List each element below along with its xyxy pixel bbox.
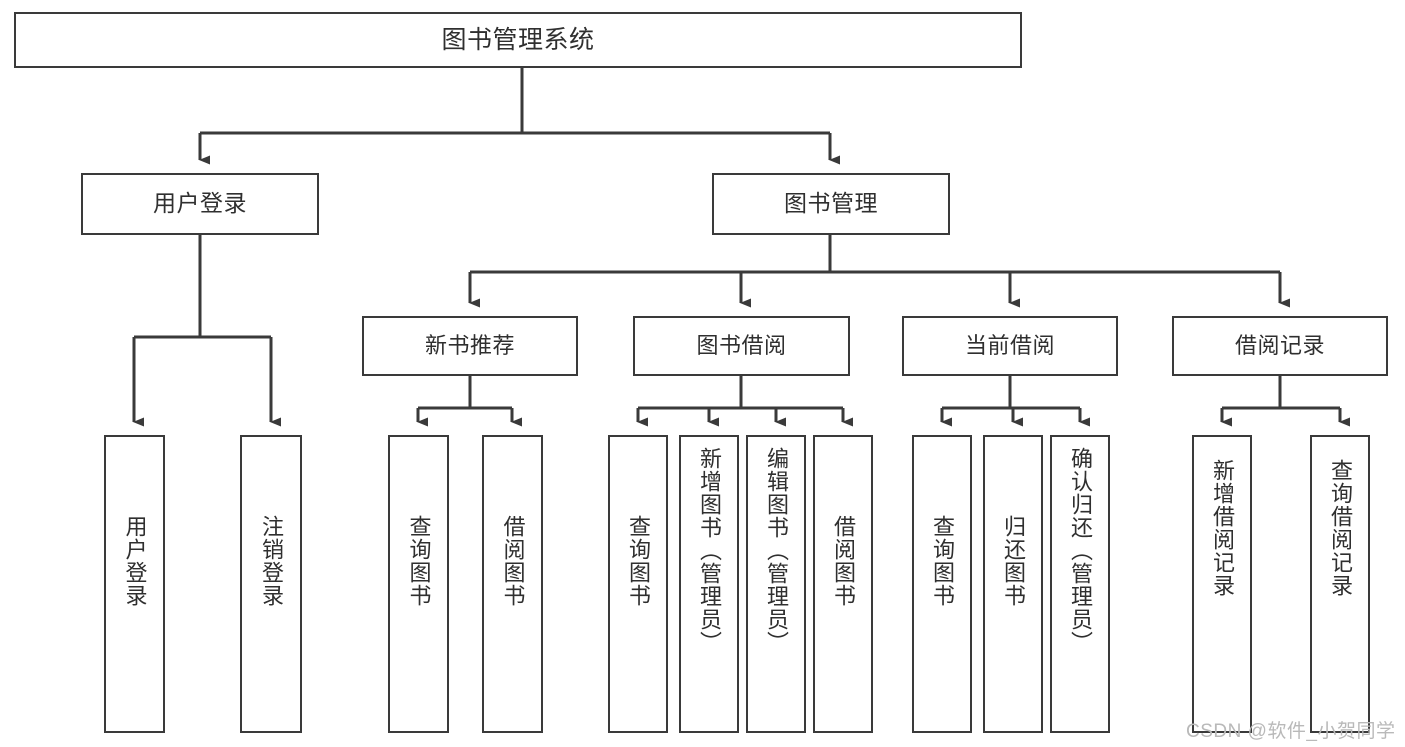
- node-book-borrow-label: 图书借阅: [696, 332, 787, 358]
- node-leaf-confirm-return[interactable]: 确认归还（管理员）: [1050, 435, 1110, 733]
- node-leaf-add-borrow-record[interactable]: 新增借阅记录: [1192, 435, 1252, 733]
- node-leaf-borrow-book-recommend-label: 借阅图书: [500, 515, 526, 607]
- node-leaf-return-book-label: 归还图书: [1000, 515, 1026, 607]
- node-current-borrow[interactable]: 当前借阅: [902, 316, 1118, 376]
- node-new-book-recommend-label: 新书推荐: [424, 332, 515, 358]
- node-leaf-borrow-book-label: 借阅图书: [830, 515, 856, 607]
- node-leaf-query-book-recommend-label: 查询图书: [406, 515, 432, 607]
- node-book-management-label: 图书管理: [784, 190, 878, 217]
- node-leaf-query-book-borrow-label: 查询图书: [625, 515, 651, 607]
- node-leaf-edit-book[interactable]: 编辑图书（管理员）: [746, 435, 806, 733]
- node-leaf-borrow-book-recommend[interactable]: 借阅图书: [482, 435, 543, 733]
- node-new-book-recommend[interactable]: 新书推荐: [362, 316, 578, 376]
- node-borrow-record[interactable]: 借阅记录: [1172, 316, 1388, 376]
- node-root[interactable]: 图书管理系统: [14, 12, 1022, 68]
- node-root-label: 图书管理系统: [441, 26, 595, 54]
- node-user-login-label: 用户登录: [153, 190, 247, 217]
- node-book-management[interactable]: 图书管理: [712, 173, 950, 235]
- node-leaf-query-book-current[interactable]: 查询图书: [912, 435, 972, 733]
- node-leaf-confirm-return-label: 确认归还（管理员）: [1067, 447, 1093, 654]
- node-leaf-add-book[interactable]: 新增图书（管理员）: [679, 435, 739, 733]
- node-leaf-query-book-borrow[interactable]: 查询图书: [608, 435, 668, 733]
- node-leaf-query-book-current-label: 查询图书: [929, 515, 955, 607]
- node-leaf-edit-book-label: 编辑图书（管理员）: [763, 447, 789, 654]
- node-leaf-logout[interactable]: 注销登录: [240, 435, 302, 733]
- node-leaf-query-borrow-record-label: 查询借阅记录: [1327, 459, 1353, 597]
- node-leaf-return-book[interactable]: 归还图书: [983, 435, 1043, 733]
- node-leaf-borrow-book[interactable]: 借阅图书: [813, 435, 873, 733]
- node-leaf-logout-label: 注销登录: [258, 515, 284, 607]
- node-borrow-record-label: 借阅记录: [1234, 332, 1325, 358]
- node-leaf-query-borrow-record[interactable]: 查询借阅记录: [1310, 435, 1370, 733]
- node-current-borrow-label: 当前借阅: [964, 332, 1055, 358]
- node-leaf-add-borrow-record-label: 新增借阅记录: [1209, 459, 1235, 597]
- node-leaf-query-book-recommend[interactable]: 查询图书: [388, 435, 449, 733]
- node-leaf-user-login[interactable]: 用户登录: [104, 435, 165, 733]
- watermark-text: CSDN @软件_小贺同学: [1186, 721, 1396, 742]
- node-leaf-add-book-label: 新增图书（管理员）: [696, 447, 722, 654]
- node-user-login[interactable]: 用户登录: [81, 173, 319, 235]
- node-leaf-user-login-label: 用户登录: [122, 515, 148, 607]
- node-book-borrow[interactable]: 图书借阅: [633, 316, 850, 376]
